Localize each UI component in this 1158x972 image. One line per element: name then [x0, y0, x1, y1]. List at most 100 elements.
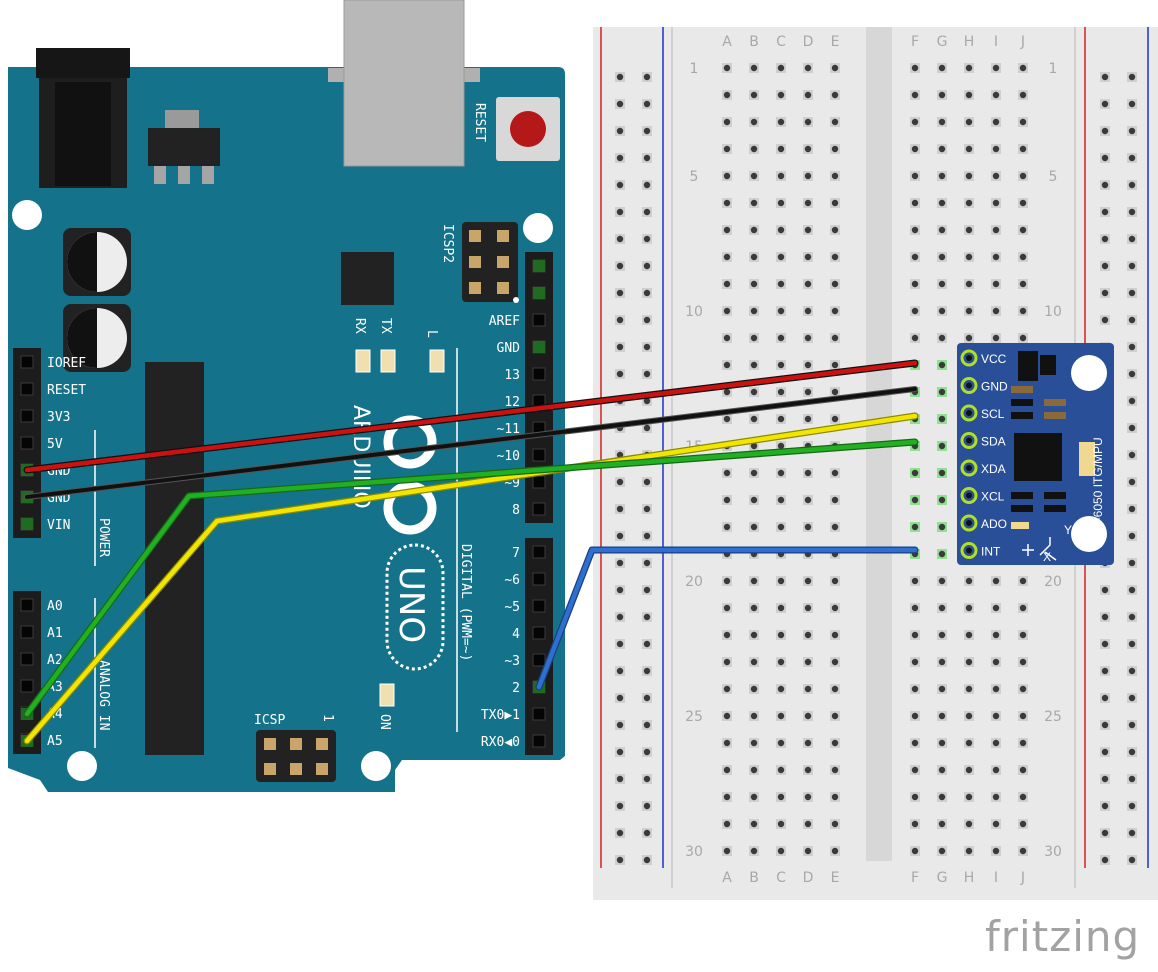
breadboard-hole[interactable]	[723, 64, 731, 72]
breadboard-hole[interactable]	[723, 199, 731, 207]
breadboard-hole[interactable]	[938, 388, 946, 396]
rail-hole[interactable]	[1128, 397, 1136, 405]
breadboard-hole[interactable]	[831, 793, 839, 801]
header-socket[interactable]	[532, 448, 546, 462]
breadboard-hole[interactable]	[750, 145, 758, 153]
breadboard-hole[interactable]	[965, 280, 973, 288]
rail-hole[interactable]	[1128, 802, 1136, 810]
rail-hole[interactable]	[1101, 775, 1109, 783]
breadboard-hole[interactable]	[992, 280, 1000, 288]
breadboard-hole[interactable]	[804, 307, 812, 315]
breadboard-hole[interactable]	[777, 307, 785, 315]
breadboard-hole[interactable]	[750, 712, 758, 720]
breadboard-hole[interactable]	[777, 91, 785, 99]
breadboard-hole[interactable]	[723, 523, 731, 531]
breadboard-hole[interactable]	[938, 199, 946, 207]
breadboard-hole[interactable]	[804, 334, 812, 342]
breadboard-hole[interactable]	[750, 361, 758, 369]
rail-hole[interactable]	[643, 181, 651, 189]
rail-hole[interactable]	[616, 829, 624, 837]
rail-hole[interactable]	[643, 694, 651, 702]
breadboard-hole[interactable]	[804, 253, 812, 261]
rail-hole[interactable]	[1101, 127, 1109, 135]
rail-hole[interactable]	[1128, 100, 1136, 108]
rail-hole[interactable]	[616, 802, 624, 810]
breadboard-hole[interactable]	[723, 280, 731, 288]
breadboard-hole[interactable]	[750, 388, 758, 396]
breadboard-hole[interactable]	[938, 766, 946, 774]
rail-hole[interactable]	[643, 73, 651, 81]
breadboard-hole[interactable]	[777, 658, 785, 666]
breadboard-hole[interactable]	[750, 496, 758, 504]
breadboard-hole[interactable]	[1019, 685, 1027, 693]
breadboard-hole[interactable]	[804, 577, 812, 585]
breadboard-hole[interactable]	[750, 604, 758, 612]
rail-hole[interactable]	[643, 775, 651, 783]
breadboard-hole[interactable]	[911, 820, 919, 828]
breadboard-hole[interactable]	[804, 64, 812, 72]
breadboard-hole[interactable]	[750, 631, 758, 639]
rail-hole[interactable]	[1128, 613, 1136, 621]
header-socket[interactable]	[532, 707, 546, 721]
breadboard-hole[interactable]	[965, 847, 973, 855]
breadboard-hole[interactable]	[1019, 280, 1027, 288]
header-socket[interactable]	[532, 367, 546, 381]
breadboard-hole[interactable]	[1019, 118, 1027, 126]
breadboard-hole[interactable]	[1019, 739, 1027, 747]
rail-hole[interactable]	[1101, 613, 1109, 621]
breadboard-hole[interactable]	[992, 91, 1000, 99]
breadboard-hole[interactable]	[911, 604, 919, 612]
breadboard-hole[interactable]	[804, 658, 812, 666]
breadboard-hole[interactable]	[992, 199, 1000, 207]
breadboard-hole[interactable]	[750, 118, 758, 126]
breadboard-hole[interactable]	[723, 577, 731, 585]
breadboard-hole[interactable]	[777, 739, 785, 747]
rail-hole[interactable]	[616, 127, 624, 135]
breadboard-hole[interactable]	[804, 118, 812, 126]
rail-hole[interactable]	[643, 154, 651, 162]
breadboard-hole[interactable]	[1019, 253, 1027, 261]
breadboard-hole[interactable]	[804, 712, 812, 720]
breadboard-hole[interactable]	[831, 226, 839, 234]
rail-hole[interactable]	[1128, 694, 1136, 702]
breadboard-hole[interactable]	[911, 577, 919, 585]
breadboard-hole[interactable]	[1019, 658, 1027, 666]
breadboard-hole[interactable]	[750, 739, 758, 747]
breadboard-hole[interactable]	[911, 685, 919, 693]
rail-hole[interactable]	[643, 667, 651, 675]
breadboard-hole[interactable]	[750, 226, 758, 234]
reset-button-cap[interactable]	[510, 111, 546, 147]
rail-hole[interactable]	[1128, 559, 1136, 567]
breadboard-hole[interactable]	[831, 118, 839, 126]
breadboard-hole[interactable]	[804, 361, 812, 369]
rail-hole[interactable]	[1101, 667, 1109, 675]
breadboard-hole[interactable]	[723, 91, 731, 99]
rail-hole[interactable]	[1128, 316, 1136, 324]
breadboard-hole[interactable]	[831, 91, 839, 99]
breadboard-hole[interactable]	[804, 820, 812, 828]
header-socket[interactable]	[532, 475, 546, 489]
breadboard-hole[interactable]	[1019, 793, 1027, 801]
breadboard-hole[interactable]	[992, 793, 1000, 801]
breadboard-hole[interactable]	[1019, 712, 1027, 720]
rail-hole[interactable]	[1101, 721, 1109, 729]
breadboard-hole[interactable]	[911, 712, 919, 720]
breadboard-hole[interactable]	[938, 226, 946, 234]
rail-hole[interactable]	[643, 829, 651, 837]
breadboard-hole[interactable]	[938, 307, 946, 315]
breadboard-hole[interactable]	[777, 847, 785, 855]
breadboard-hole[interactable]	[911, 64, 919, 72]
breadboard-hole[interactable]	[992, 685, 1000, 693]
rail-hole[interactable]	[643, 640, 651, 648]
header-socket[interactable]	[532, 599, 546, 613]
breadboard-hole[interactable]	[911, 199, 919, 207]
breadboard-hole[interactable]	[911, 145, 919, 153]
breadboard-hole[interactable]	[965, 739, 973, 747]
breadboard-hole[interactable]	[831, 361, 839, 369]
breadboard-hole[interactable]	[723, 712, 731, 720]
breadboard-hole[interactable]	[777, 253, 785, 261]
breadboard-hole[interactable]	[992, 604, 1000, 612]
rail-hole[interactable]	[1128, 370, 1136, 378]
rail-hole[interactable]	[1128, 478, 1136, 486]
breadboard-hole[interactable]	[777, 820, 785, 828]
